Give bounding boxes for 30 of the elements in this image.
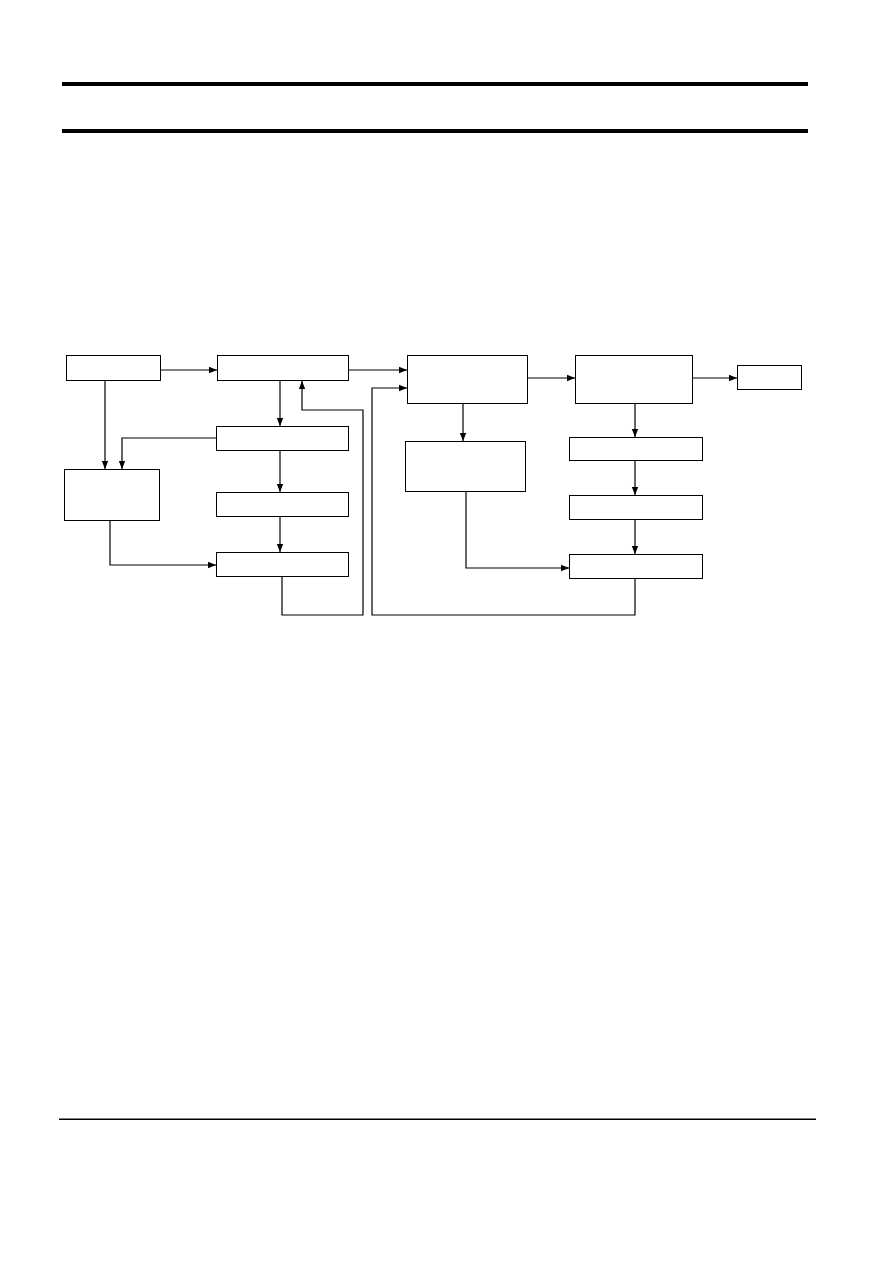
arrow [692, 374, 738, 382]
arrow [631, 519, 639, 555]
arrow [160, 366, 218, 374]
process-box [407, 355, 528, 404]
process-box [405, 441, 526, 492]
arrow [348, 366, 408, 374]
arrow [371, 384, 636, 616]
arrow [276, 380, 284, 427]
arrow [101, 380, 109, 470]
process-box [575, 355, 693, 404]
process-box [569, 554, 703, 579]
process-box [216, 492, 349, 517]
process-box [66, 355, 161, 381]
arrow [527, 374, 576, 382]
arrow [631, 460, 639, 496]
arrow [631, 403, 639, 438]
process-box [216, 426, 349, 451]
arrow [276, 516, 284, 553]
process-box [217, 355, 349, 381]
process-box [569, 437, 703, 461]
process-box [737, 365, 802, 390]
arrow [459, 403, 467, 442]
process-box [569, 495, 703, 520]
process-box [64, 469, 160, 521]
arrow [465, 491, 570, 572]
arrow [109, 520, 217, 569]
arrow [281, 380, 364, 616]
arrow [118, 437, 217, 470]
arrow [276, 450, 284, 493]
process-box [216, 552, 349, 577]
